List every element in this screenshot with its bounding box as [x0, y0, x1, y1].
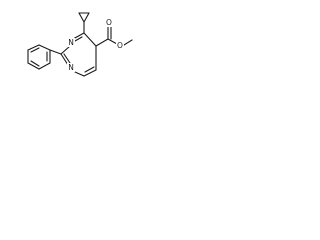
carbonyl-oxygen-label: O: [106, 18, 112, 27]
nitrogen-1-label: N: [68, 63, 74, 72]
nitrogen-3-label: N: [68, 38, 74, 47]
bond: [49, 49, 62, 55]
bond: [38, 62, 51, 70]
atom-labels: N N O O: [67, 18, 124, 72]
bond: [83, 69, 97, 77]
bond: [60, 53, 69, 66]
bond: [30, 60, 40, 67]
bond: [74, 36, 83, 42]
bond: [38, 44, 51, 51]
bond: [107, 38, 118, 45]
methyl-ester-group: [95, 26, 133, 47]
bond: [78, 12, 85, 23]
bond: [83, 32, 97, 47]
phenyl-ring: [27, 44, 62, 70]
bond: [74, 71, 85, 77]
bond: [95, 38, 109, 47]
bond: [27, 62, 40, 70]
ester-oxygen-label: O: [117, 41, 123, 50]
molecule-canvas: N N O O: [0, 0, 139, 110]
chemical-structure-diagram: N N O O: [27, 12, 133, 77]
bond: [84, 66, 95, 73]
bond: [83, 12, 90, 23]
bond: [30, 47, 40, 53]
cyclopropyl-group: [78, 12, 90, 34]
bond: [63, 53, 71, 64]
bond: [60, 45, 71, 55]
bond: [123, 39, 133, 46]
pyrimidine-ring: [60, 32, 97, 77]
bond: [27, 44, 40, 51]
